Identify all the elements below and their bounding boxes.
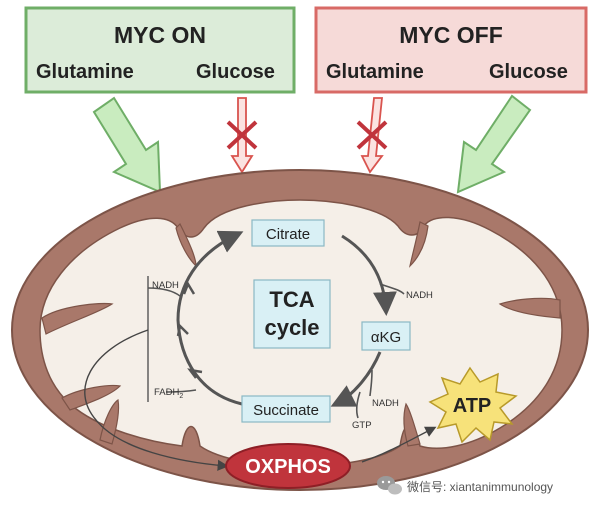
arc-akg-to-succinate	[330, 351, 382, 407]
myc-off-glutamine: Glutamine	[326, 61, 424, 83]
myc-off-glucose: Glucose	[489, 61, 568, 83]
myc-off-panel: MYC OFF Glutamine Glucose	[314, 6, 588, 94]
oxphos-node: OXPHOS	[225, 443, 351, 489]
myc-off-title: MYC OFF	[399, 22, 503, 48]
chevron-left-lower	[187, 368, 203, 379]
myc-on-title: MYC ON	[114, 22, 206, 48]
node-succinate: Succinate	[241, 395, 331, 423]
fadh2-branch-left	[165, 389, 197, 393]
myc-on-glucose: Glucose	[196, 61, 275, 83]
glucose-blocked-arrow	[226, 97, 258, 174]
chevron-left-mid	[176, 323, 189, 337]
node-citrate: Citrate	[251, 219, 325, 247]
arc-citrate-to-akg	[341, 234, 397, 316]
crista-right	[498, 297, 561, 319]
tca-label: TCA	[269, 287, 314, 312]
block-x-icon	[356, 120, 388, 150]
succinate-label: Succinate	[253, 402, 319, 419]
chevron-left-upper	[182, 281, 196, 295]
node-akg: αKG	[361, 321, 411, 351]
myc-on-box	[24, 6, 296, 94]
nadh-label-akg: NADH	[406, 290, 433, 301]
oxphos-to-atp-arrow	[361, 426, 437, 463]
glucose-entry-arrow	[456, 94, 532, 194]
myc-off-box	[314, 6, 588, 94]
watermark: 微信号: xiantanimmunology	[377, 476, 553, 495]
myc-on-panel: MYC ON Glutamine Glucose	[24, 6, 296, 94]
glutamine-blocked-arrow	[356, 97, 388, 174]
crista-left-lower	[61, 384, 122, 411]
crista-top-right	[409, 221, 429, 268]
watermark-text: 微信号: xiantanimmunology	[407, 480, 553, 494]
arc-succinate-to-citrate	[176, 230, 244, 406]
crista-left-upper	[41, 302, 114, 335]
glutamine-entry-arrow	[92, 96, 162, 194]
wechat-icon	[377, 476, 402, 495]
nadh-branch-left	[147, 287, 181, 297]
cycle-label: cycle	[264, 315, 319, 340]
gtp-branch	[355, 391, 361, 419]
nadh-label-left: NADH	[152, 280, 179, 291]
nadh-branch-succ	[369, 369, 373, 397]
block-x-icon	[226, 120, 258, 150]
citrate-label: Citrate	[266, 226, 310, 243]
oxphos-label: OXPHOS	[245, 456, 331, 478]
crista-bottom-right	[403, 402, 421, 447]
atp-label: ATP	[453, 395, 492, 417]
atp-starburst-icon	[428, 366, 518, 444]
nadh-label-succinate: NADH	[372, 398, 399, 409]
gtp-label: GTP	[352, 420, 372, 431]
myc-on-glutamine: Glutamine	[36, 61, 134, 83]
atp-node: ATP	[428, 366, 518, 444]
akg-label: αKG	[371, 329, 401, 346]
nadh-branch-akg	[379, 283, 405, 295]
node-tca-center: TCA cycle	[253, 279, 331, 349]
carriers-to-oxphos-arrow	[84, 329, 229, 471]
fadh2-label: FADH2	[154, 387, 183, 400]
